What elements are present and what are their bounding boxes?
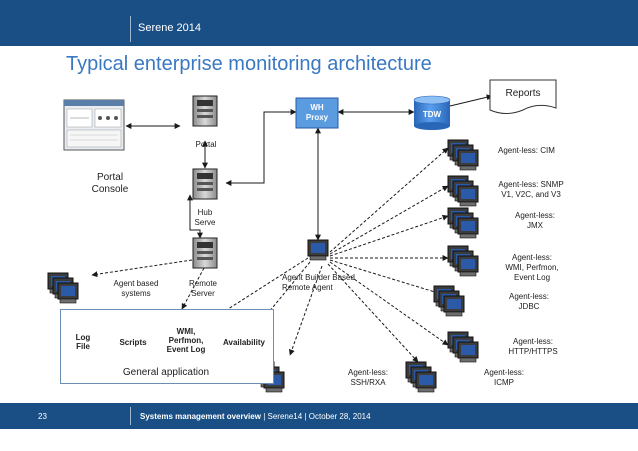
pc-group-jmx <box>448 208 478 238</box>
tdw-label: TDW <box>422 110 442 119</box>
pc-group-agent-based <box>48 273 78 303</box>
footer-bar: 23 Systems management overview | Serene1… <box>0 403 638 429</box>
conference-label: Serene 2014 <box>138 22 201 34</box>
reports-label: Reports <box>505 88 541 99</box>
portal-console-label: Portal Console <box>91 172 129 195</box>
footer-divider <box>130 407 131 425</box>
remote-server-label: Remote Server <box>188 279 217 298</box>
dash-remote-agentsys <box>91 259 193 278</box>
pc-group-snmp <box>448 176 478 206</box>
hub-server <box>192 168 218 200</box>
agentless-icmp-label: Agent-less: ICMP <box>483 368 525 387</box>
agentless-http-label: Agent-less: HTTP/HTTPS <box>508 337 558 356</box>
connector-hub-whproxy <box>225 109 297 186</box>
dash-ab-cim <box>329 147 449 253</box>
footer-sep-1: | <box>263 412 266 421</box>
dash-ab-snmp <box>329 185 449 255</box>
hub-server-label: Hub Serve <box>194 208 216 227</box>
portal-server <box>192 95 218 127</box>
db-availability-label: Availability <box>223 338 265 347</box>
pc-group-jdbc <box>434 286 464 316</box>
footer-event: Serene14 <box>267 412 303 421</box>
db-log-label: Log File <box>75 333 91 351</box>
pc-group-wmi <box>448 246 478 276</box>
footer-text: Systems management overview | Serene14 |… <box>140 412 371 421</box>
agent-builder-label: Agent Builder Based Remote Agent <box>282 273 355 292</box>
dash-ab-jmx <box>329 214 449 257</box>
agentless-wmi-label: Agent-less: WMI, Perfmon, Event Log <box>505 253 559 282</box>
db-scripts-label: Scripts <box>119 338 147 347</box>
connector-tdw-reports <box>449 94 493 107</box>
agentless-jdbc-label: Agent-less: JDBC <box>508 292 550 311</box>
agent-based-systems-label: Agent based systems <box>113 279 159 298</box>
pc-group-icmp <box>406 362 436 392</box>
agentless-ssh-label: Agent-less: SSH/RXA <box>347 368 389 387</box>
footer-sep-2: | <box>304 412 307 421</box>
footer-date: October 28, 2014 <box>308 412 371 421</box>
header-bar: Serene 2014 <box>0 0 638 46</box>
portal-console-screen <box>63 99 125 151</box>
portal-label: Portal <box>195 140 217 149</box>
pc-group-http <box>448 332 478 362</box>
remote-server <box>192 237 218 269</box>
wh-proxy-label: WH Proxy <box>305 103 329 122</box>
agentless-snmp-label: Agent-less: SNMP V1, V2C, and V3 <box>498 180 564 199</box>
general-application-label: General application <box>122 367 210 378</box>
header-divider <box>130 16 131 42</box>
footer-section: Systems management overview <box>140 412 261 421</box>
agentless-jmx-label: Agent-less: JMX <box>514 211 556 230</box>
pc-group-cim <box>448 140 478 170</box>
page-number: 23 <box>38 412 47 421</box>
agent-builder-server <box>307 239 329 261</box>
general-application-box <box>60 309 274 384</box>
slide-title: Typical enterprise monitoring architectu… <box>66 53 432 75</box>
agentless-cim-label: Agent-less: CIM <box>498 146 555 155</box>
db-wmi-label: WMI, Perfmon, Event Log <box>166 327 206 354</box>
